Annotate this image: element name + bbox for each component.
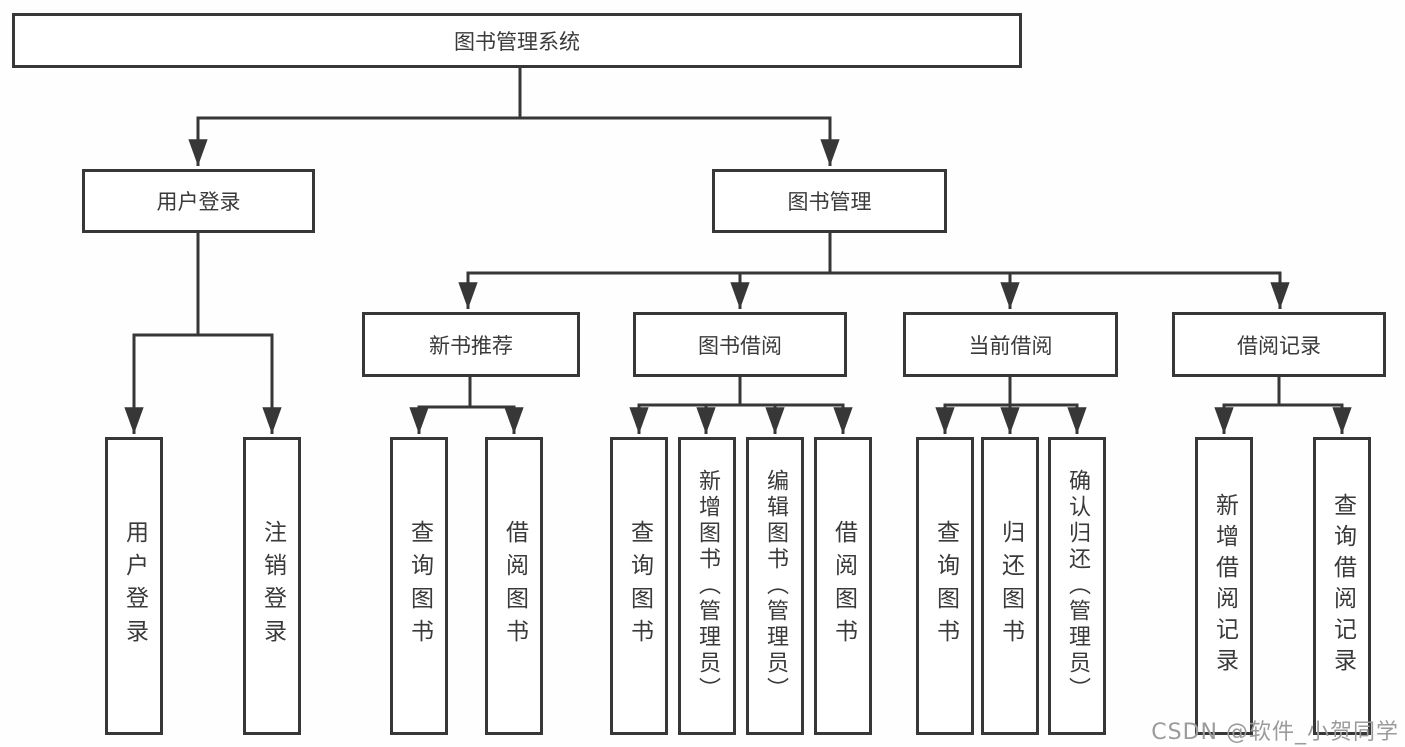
leaf-query-books-borrowing: 查询图书 xyxy=(610,437,668,735)
node-current-borrowing: 当前借阅 xyxy=(903,312,1118,377)
leaf-user-login: 用户登录 xyxy=(105,437,163,735)
node-new-book-recommend: 新书推荐 xyxy=(362,312,580,377)
leaf-add-borrow-record: 新增借阅记录 xyxy=(1195,437,1253,735)
node-library-management-system: 图书管理系统 xyxy=(12,13,1022,68)
leaf-confirm-return-admin: 确认归还（管理员） xyxy=(1048,437,1106,735)
leaf-query-books-current: 查询图书 xyxy=(916,437,974,735)
leaf-edit-books-admin: 编辑图书（管理员） xyxy=(746,437,804,735)
leaf-return-books: 归还图书 xyxy=(981,437,1039,735)
leaf-borrow-books: 借阅图书 xyxy=(814,437,872,735)
leaf-query-borrow-record: 查询借阅记录 xyxy=(1313,437,1371,735)
leaf-logout: 注销登录 xyxy=(243,437,301,735)
csdn-watermark: CSDN @软件_小贺同学 xyxy=(1151,720,1399,745)
node-user-login: 用户登录 xyxy=(82,169,315,233)
node-borrowing-records: 借阅记录 xyxy=(1172,312,1386,377)
node-book-management: 图书管理 xyxy=(712,169,947,233)
node-book-borrowing: 图书借阅 xyxy=(633,312,847,377)
leaf-add-books-admin: 新增图书（管理员） xyxy=(678,437,736,735)
leaf-borrow-books-recommend: 借阅图书 xyxy=(485,437,543,735)
leaf-query-books-recommend: 查询图书 xyxy=(390,437,448,735)
